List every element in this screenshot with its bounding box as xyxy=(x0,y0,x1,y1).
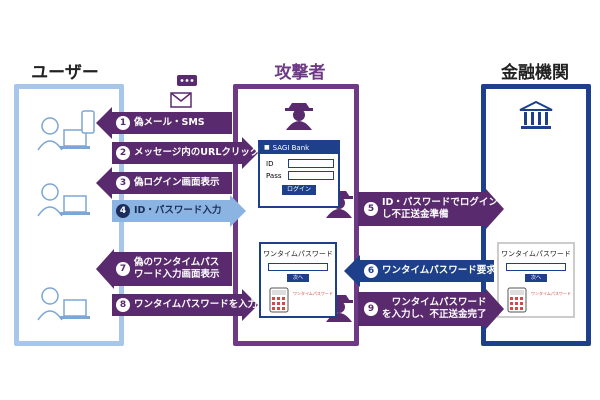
step-3-label: 偽ログイン画面表示 xyxy=(134,177,220,188)
step-7-number: 7 xyxy=(116,262,130,276)
pass-input[interactable] xyxy=(288,171,334,180)
token-label: ワンタイムパスワード xyxy=(293,291,333,296)
step-1-arrow: 1 偽メール・SMS xyxy=(96,107,232,139)
step-6-number: 6 xyxy=(364,264,378,278)
step-2-arrow: 2 メッセージ内のURLクリック xyxy=(112,137,260,169)
hacker-icon xyxy=(285,103,313,130)
step-5-label-line1: ID・パスワードでログイン xyxy=(382,197,498,208)
step-3-arrow: 3 偽ログイン画面表示 xyxy=(96,167,232,199)
user-icon xyxy=(37,117,90,151)
user-icon xyxy=(37,183,90,217)
user-icon xyxy=(37,287,90,321)
bank-otp-panel-title: ワンタイムパスワード xyxy=(501,250,571,258)
step-6-label: ワンタイムパスワード要求 xyxy=(382,265,496,276)
pass-label: Pass xyxy=(266,171,282,180)
fake-login-panel: ■ SAGI Bank ID Pass ログイン xyxy=(258,140,340,208)
user-column-title: ユーザー xyxy=(31,63,99,83)
login-button[interactable]: ログイン xyxy=(282,185,316,195)
step-6-arrow: 6 ワンタイムパスワード要求 xyxy=(344,255,496,287)
bank-name: SAGI Bank xyxy=(272,144,310,152)
step-9-arrow: 9 ワンタイムパスワード を入力し、不正送金完了 xyxy=(358,289,504,329)
id-input[interactable] xyxy=(288,159,334,168)
otp-input[interactable] xyxy=(268,263,328,271)
bank-otp-panel: ワンタイムパスワード 次へ ワンタイムパスワード xyxy=(497,242,575,318)
step-4-arrow: 4 ID・パスワード入力 xyxy=(112,195,246,227)
lock-icon: ■ xyxy=(264,144,270,151)
attacker-column-title: 攻撃者 xyxy=(274,63,326,83)
step-9-number: 9 xyxy=(364,302,378,316)
step-1-number: 1 xyxy=(116,116,130,130)
step-5-number: 5 xyxy=(364,202,378,216)
step-4-label: ID・パスワード入力 xyxy=(134,205,222,216)
step-8-arrow: 8 ワンタイムパスワードを入力 xyxy=(112,289,258,321)
mail-icon xyxy=(170,92,192,108)
otp-next-button[interactable]: 次へ xyxy=(287,274,309,282)
id-label: ID xyxy=(266,159,274,168)
step-9-label-line2: を入力し、不正送金完了 xyxy=(382,309,487,320)
step-2-number: 2 xyxy=(116,146,130,160)
bank-otp-input[interactable] xyxy=(506,263,566,271)
step-8-label: ワンタイムパスワードを入力 xyxy=(134,299,258,310)
step-5-arrow: 5 ID・パスワードでログイン し不正送金準備 xyxy=(358,189,504,229)
token-device-icon xyxy=(507,287,527,313)
bank-column-title: 金融機関 xyxy=(501,63,569,83)
smartphone-icon xyxy=(81,110,95,134)
step-3-number: 3 xyxy=(116,176,130,190)
step-7-label-line1: 偽のワンタイムパス xyxy=(134,257,220,268)
step-8-number: 8 xyxy=(116,298,130,312)
step-7-label-line2: ワード入力画面表示 xyxy=(134,269,220,280)
step-9-label-line1: ワンタイムパスワード xyxy=(391,297,487,308)
bank-otp-next-button[interactable]: 次へ xyxy=(525,274,547,282)
chat-bubble-icon xyxy=(177,75,197,86)
bank-token-label: ワンタイムパスワード xyxy=(531,291,571,296)
otp-panel-title: ワンタイムパスワード xyxy=(263,250,333,258)
bank-building-icon xyxy=(519,100,553,129)
step-4-number: 4 xyxy=(116,204,130,218)
step-1-label: 偽メール・SMS xyxy=(134,117,205,128)
step-2-label: メッセージ内のURLクリック xyxy=(134,147,260,158)
step-7-arrow: 7 偽のワンタイムパス ワード入力画面表示 xyxy=(96,249,232,289)
login-panel-header: ■ SAGI Bank xyxy=(260,142,338,154)
fake-otp-panel: ワンタイムパスワード 次へ ワンタイムパスワード xyxy=(259,242,337,318)
token-device-icon xyxy=(269,287,289,313)
step-5-label-line2: し不正送金準備 xyxy=(382,209,449,220)
